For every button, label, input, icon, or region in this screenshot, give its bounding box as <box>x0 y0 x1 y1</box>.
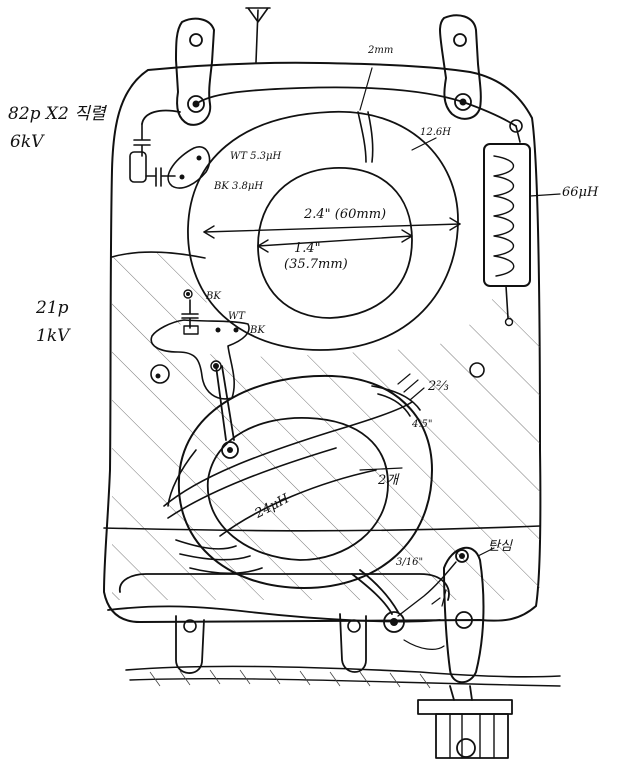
label-dim-inner-mm: (35.7mm) <box>284 257 348 272</box>
label-cap-mid-left: 2‍1p <box>36 298 69 318</box>
standoff-left <box>150 364 170 384</box>
label-wire-316: 3/16" <box>396 557 424 568</box>
standoff-right <box>469 362 485 378</box>
label-bk-top: BK 3.8μH <box>214 181 264 192</box>
label-cap-top-left: 82p X2 직렬 <box>8 104 106 124</box>
label-turns-inner: 2개 <box>378 473 399 488</box>
label-size-outer: 4.5" <box>412 419 433 430</box>
lower-compartment-hatching <box>112 252 540 600</box>
label-turns-outer: 2⅔ <box>428 379 449 394</box>
label-cap-mid-left-voltage: 1kV <box>36 326 70 346</box>
capacitor-top-left <box>129 123 211 189</box>
label-wt-mid: WT <box>228 311 245 322</box>
top-strap <box>195 86 464 105</box>
label-dim-inner: 1.4" <box>294 241 321 256</box>
upper-toroid <box>187 67 461 351</box>
label-top-coil: 12.6H <box>420 127 451 138</box>
base-plate <box>107 573 561 689</box>
label-dim-outer: 2.4" (60mm) <box>304 207 387 222</box>
top-bracket-right <box>439 14 482 120</box>
antenna-symbol <box>245 7 271 63</box>
label-right-coil: 66μH <box>562 185 599 200</box>
label-tap: 탄심 <box>488 539 512 554</box>
label-bk-left: BK <box>206 291 221 302</box>
right-inductor <box>483 125 561 327</box>
tap-post <box>397 546 495 684</box>
label-wt-top: WT 5.3μH <box>230 151 282 162</box>
label-bk-mid: BK <box>250 325 265 336</box>
coax-connector <box>417 685 513 759</box>
label-cap-top-left-voltage: 6kV <box>10 132 44 152</box>
lower-toroid-terminal <box>221 441 239 459</box>
label-2mm: 2mm <box>368 45 394 56</box>
top-bracket-left <box>175 17 215 126</box>
partition-line <box>111 251 206 259</box>
